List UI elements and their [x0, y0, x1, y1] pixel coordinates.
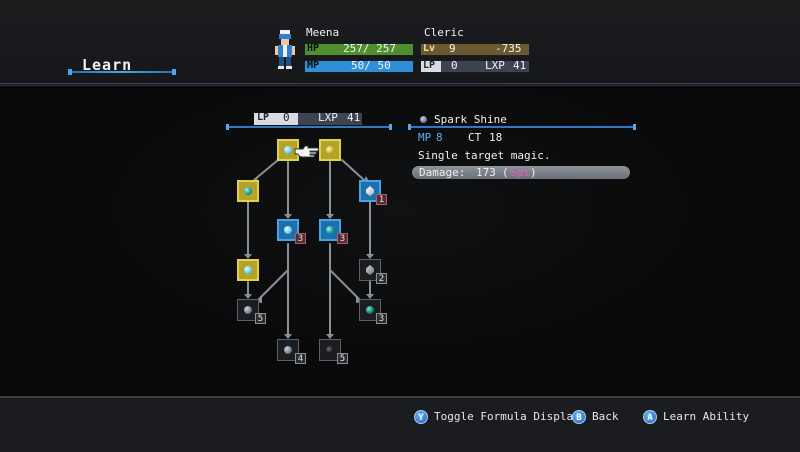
ability-node[interactable]	[359, 180, 381, 202]
ability-node[interactable]	[319, 219, 341, 241]
orb-icon	[284, 346, 292, 354]
mp-value: 50/ 50	[351, 59, 391, 72]
lp-value: 0	[451, 59, 458, 72]
b-button-icon[interactable]: B	[572, 410, 586, 424]
node-cost-badge: 1	[376, 194, 387, 205]
exp-value: -735	[495, 42, 522, 55]
tree-lxp-value: 41	[347, 111, 361, 124]
orb-icon	[244, 266, 252, 274]
orb-icon	[366, 306, 374, 314]
ability-ct-value: 18	[489, 131, 503, 144]
ability-node[interactable]	[319, 339, 341, 361]
ability-node[interactable]	[359, 299, 381, 321]
ability-node[interactable]	[237, 259, 259, 281]
orb-icon	[326, 346, 334, 354]
node-cost-badge: 5	[255, 313, 266, 324]
screen-title: Learn	[82, 56, 133, 74]
a-button-icon[interactable]: A	[643, 410, 657, 424]
hp-bar: HP 257/ 257	[304, 42, 414, 56]
ability-description: Single target magic.	[418, 149, 551, 162]
mp-bar-fill	[305, 61, 413, 72]
node-cost-badge: 5	[337, 353, 348, 364]
lp-label: LP	[423, 60, 436, 71]
tree-lp-value: 0	[283, 111, 290, 124]
ability-mp-label: MP	[418, 131, 432, 144]
learn-ability-label[interactable]: Learn Ability	[663, 410, 750, 423]
tree-lp-bar	[254, 113, 362, 125]
orb-icon	[284, 226, 292, 234]
tree-underline	[226, 124, 392, 130]
orb-icon	[326, 146, 334, 154]
pointer-hand-icon	[294, 145, 319, 158]
detail-underline	[408, 124, 636, 130]
ability-node[interactable]	[359, 259, 381, 281]
damage-value: 173	[476, 166, 496, 179]
level-value: 9	[449, 42, 456, 55]
ability-mp-cost: 8	[436, 131, 443, 144]
toggle-formula-label[interactable]: Toggle Formula Display	[434, 410, 580, 423]
ability-node[interactable]	[237, 299, 259, 321]
lp-label-box	[421, 61, 441, 72]
ability-tree-panel	[0, 86, 800, 396]
crystal-icon	[366, 186, 374, 196]
ability-node[interactable]	[319, 139, 341, 161]
node-cost-badge: 4	[295, 353, 306, 364]
tree-lp-label: LP	[257, 112, 270, 123]
ability-node[interactable]	[277, 339, 299, 361]
ability-name: Spark Shine	[434, 113, 507, 126]
tree-lxp-box	[298, 113, 362, 125]
ability-node[interactable]	[237, 180, 259, 202]
node-cost-badge: 3	[337, 233, 348, 244]
y-button-icon[interactable]: Y	[414, 410, 428, 424]
mp-bar: MP 50/ 50	[304, 59, 414, 73]
orb-icon	[244, 306, 252, 314]
damage-close-paren: )	[530, 166, 537, 179]
hp-label: HP	[307, 43, 320, 54]
hp-bar-fill	[305, 44, 413, 55]
damage-formula-bar	[412, 166, 630, 179]
orb-icon	[284, 146, 292, 154]
level-bar-fill	[421, 44, 529, 55]
character-name: Meena	[306, 26, 340, 39]
character-job: Cleric	[424, 26, 464, 39]
mp-label: MP	[307, 60, 320, 71]
crystal-icon	[366, 265, 374, 275]
level-bar: Lv 9 -735	[420, 42, 530, 56]
damage-open-paren: (	[502, 166, 509, 179]
node-cost-badge: 3	[376, 313, 387, 324]
orb-icon	[244, 187, 252, 195]
level-label: Lv	[423, 43, 436, 54]
lxp-value: 41	[513, 59, 527, 72]
node-cost-badge: 2	[376, 273, 387, 284]
orb-icon	[326, 226, 334, 234]
character-sprite-icon	[275, 30, 295, 69]
header-divider	[0, 83, 800, 84]
lxp-label: LXP	[485, 59, 505, 72]
button-prompt-bar	[0, 396, 800, 452]
lp-bar: LP 0 LXP 41	[420, 59, 530, 73]
damage-stat: Spi	[510, 166, 530, 179]
hp-value: 257/ 257	[343, 42, 396, 55]
node-cost-badge: 3	[295, 233, 306, 244]
damage-label: Damage:	[419, 166, 466, 179]
ability-node[interactable]	[277, 219, 299, 241]
tree-lxp-label: LXP	[318, 111, 338, 124]
ability-type-icon	[420, 116, 427, 123]
ability-ct-label: CT	[468, 131, 482, 144]
back-label[interactable]: Back	[592, 410, 619, 423]
title-underline	[68, 69, 176, 75]
